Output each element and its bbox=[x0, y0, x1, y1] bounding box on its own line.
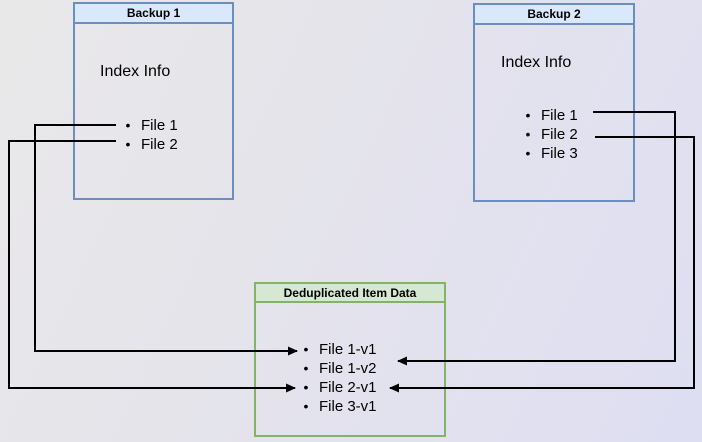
file-label: File 1 bbox=[541, 107, 578, 124]
bullet-icon: • bbox=[125, 136, 131, 152]
bullet-icon: • bbox=[303, 341, 309, 357]
file-label: File 2-v1 bbox=[319, 379, 377, 396]
bullet-icon: • bbox=[125, 117, 131, 133]
bullet-icon: • bbox=[303, 379, 309, 395]
backup2-box: Backup 2 bbox=[473, 3, 635, 202]
backup1-file-list: • File 1 • File 2 bbox=[121, 116, 178, 154]
bullet-icon: • bbox=[525, 126, 531, 142]
bullet-icon: • bbox=[525, 145, 531, 161]
dedup-file-2-v1: • File 2-v1 bbox=[299, 378, 377, 397]
backup1-file-1: • File 1 bbox=[121, 116, 178, 135]
backup1-header: Backup 1 bbox=[75, 4, 232, 24]
backup1-index-info-label: Index Info bbox=[100, 63, 171, 80]
file-label: File 2 bbox=[541, 126, 578, 143]
dedup-file-1-v1: • File 1-v1 bbox=[299, 340, 377, 359]
backup1-title: Backup 1 bbox=[126, 6, 181, 20]
file-label: File 3-v1 bbox=[319, 398, 377, 415]
dedup-file-list: • File 1-v1 • File 1-v2 • File 2-v1 • File 3… bbox=[299, 340, 377, 416]
file-label: File 2 bbox=[141, 136, 178, 153]
backup2-file-3: • File 3 bbox=[521, 144, 578, 163]
backup1-file-2: • File 2 bbox=[121, 135, 178, 154]
backup2-title: Backup 2 bbox=[527, 7, 581, 21]
backup2-index-info-label: Index Info bbox=[501, 54, 572, 71]
file-label: File 3 bbox=[541, 145, 578, 162]
dedup-file-3-v1: • File 3-v1 bbox=[299, 397, 377, 416]
bullet-icon: • bbox=[303, 360, 309, 376]
backup2-file-list: • File 1 • File 2 • File 3 bbox=[521, 106, 578, 163]
bullet-icon: • bbox=[303, 398, 309, 414]
file-label: File 1-v2 bbox=[319, 360, 377, 377]
backup2-file-1: • File 1 bbox=[521, 106, 578, 125]
backup2-file-2: • File 2 bbox=[521, 125, 578, 144]
dedup-file-1-v2: • File 1-v2 bbox=[299, 359, 377, 378]
dedup-title: Deduplicated Item Data bbox=[283, 285, 417, 300]
file-label: File 1 bbox=[141, 117, 178, 134]
backup2-header: Backup 2 bbox=[475, 5, 633, 25]
file-label: File 1-v1 bbox=[319, 341, 377, 358]
dedup-header: Deduplicated Item Data bbox=[256, 284, 444, 303]
backup1-box: Backup 1 bbox=[73, 2, 234, 200]
bullet-icon: • bbox=[525, 107, 531, 123]
